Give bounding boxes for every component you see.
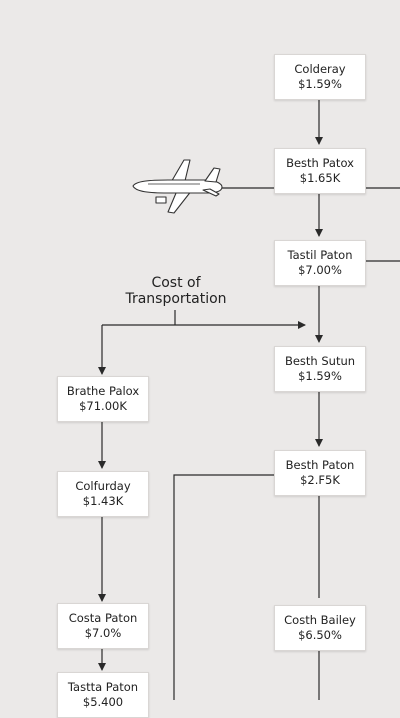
node-value: $71.00K [79,399,127,413]
node-value: $1.65K [299,171,341,185]
connector [173,474,274,700]
cost-node-tastta-paton: Tastta Paton $5.400 [57,672,149,718]
cost-node-brathe-palox: Brathe Palox $71.00K [57,376,149,422]
node-value: $6.50% [298,628,342,642]
airplane-icon [132,159,223,214]
node-title: Tastta Paton [67,680,139,694]
node-title: Tastil Paton [287,248,353,262]
cost-node-colfurday: Colfurday $1.43K [57,471,149,517]
node-value: $7.00% [298,263,342,277]
node-value: $2.F5K [300,473,340,487]
node-title: Besth Sutun [284,354,356,368]
node-title: Costh Bailey [284,613,356,627]
node-title: Besth Patox [286,156,354,170]
node-title: Colfurday [75,479,131,493]
caption-line-2: Transportation [125,291,227,307]
node-title: Colderay [294,62,346,76]
cost-node-tastil-paton: Tastil Paton $7.00% [274,240,366,286]
node-title: Costa Paton [68,611,138,625]
node-value: $1.43K [82,494,124,508]
node-value: $7.0% [84,626,122,640]
node-value: $1.59% [298,369,342,383]
caption-line-1: Cost of [151,275,201,291]
cost-node-besth-sutun: Besth Sutun $1.59% [274,346,366,392]
node-value: $5.400 [82,695,124,709]
node-value: $1.59% [298,77,342,91]
diagram-caption: Cost of Transportation [112,275,240,307]
cost-node-costa-paton: Costa Paton $7.0% [57,603,149,649]
cost-node-colderay: Colderay $1.59% [274,54,366,100]
cost-node-besth-patox: Besth Patox $1.65K [274,148,366,194]
cost-node-besth-paton: Besth Paton $2.F5K [274,450,366,496]
flow-connectors [98,98,400,700]
node-title: Brathe Palox [66,384,140,398]
node-title: Besth Paton [285,458,355,472]
cost-node-costh-bailey: Costh Bailey $6.50% [274,605,366,651]
